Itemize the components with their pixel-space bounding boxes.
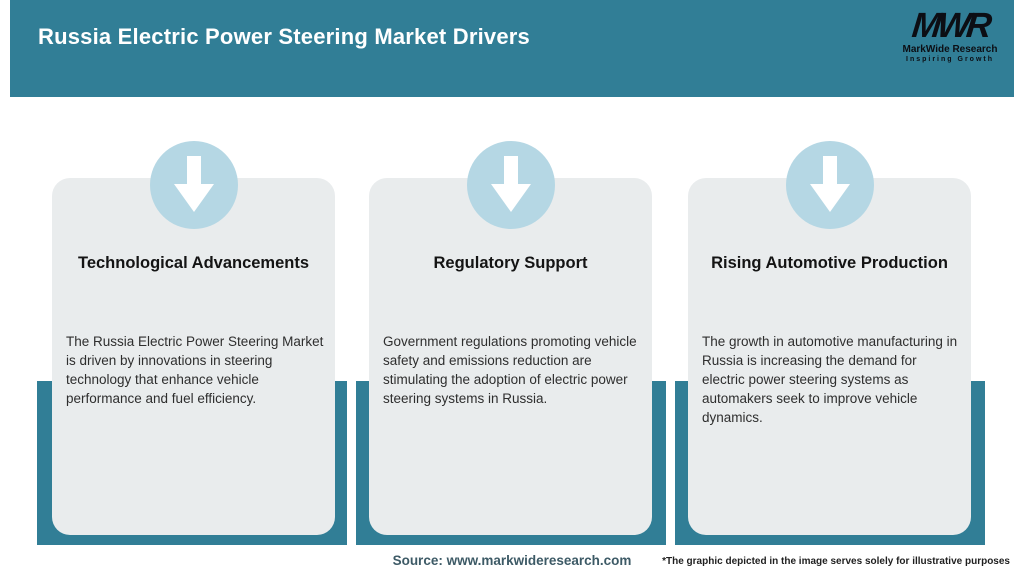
source-text: Source: www.markwideresearch.com [392, 553, 632, 568]
disclaimer-text: *The graphic depicted in the image serve… [662, 556, 1010, 567]
card-description: The Russia Electric Power Steering Marke… [66, 334, 324, 406]
logo-mwr-mark: MWR [910, 6, 990, 45]
driver-card-rising-automotive-production: Rising Automotive Production The growth … [688, 178, 971, 535]
down-arrow-icon [467, 141, 555, 229]
logo-tagline: Inspiring Growth [906, 56, 994, 63]
logo-company-name: MarkWide Research [902, 44, 998, 55]
page-title: Russia Electric Power Steering Market Dr… [38, 24, 530, 49]
down-arrow-icon [150, 141, 238, 229]
card-title: Rising Automotive Production [711, 254, 948, 272]
markwide-research-logo: MWR MarkWide Research Inspiring Growth [900, 6, 1000, 63]
driver-card-technological-advancements: Technological Advancements The Russia El… [52, 178, 335, 535]
card-description: Government regulations promoting vehicle… [383, 334, 637, 406]
card-description: The growth in automotive manufacturing i… [702, 334, 958, 425]
down-arrow-icon [786, 141, 874, 229]
header-banner: Russia Electric Power Steering Market Dr… [10, 0, 1014, 97]
card-title: Regulatory Support [433, 254, 588, 272]
card-title: Technological Advancements [77, 254, 310, 272]
driver-card-regulatory-support: Regulatory Support Government regulation… [369, 178, 652, 535]
